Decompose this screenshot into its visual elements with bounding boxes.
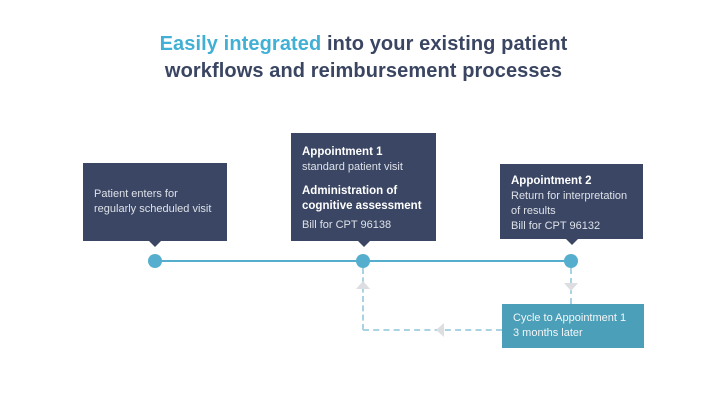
timeline-dot-3 [564, 254, 578, 268]
step-box-appointment-1: Appointment 1 standard patient visit Adm… [291, 133, 436, 247]
title-line2: workflows and reimbursement processes [164, 60, 563, 82]
title-highlight: Easily integrated [159, 33, 322, 55]
cycle-note-box: Cycle to Appointment 1 3 months later [502, 304, 644, 348]
step2-action-line2: cognitive assessment [302, 200, 422, 212]
step2-action-line1: Administration of [302, 185, 398, 197]
step1-line1: Patient enters for [94, 188, 178, 200]
timeline-dot-1 [148, 254, 162, 268]
slide-title: Easily integrated into your existing pat… [0, 31, 727, 85]
title-line1-rest: into your existing patient [321, 33, 568, 55]
spacer [302, 175, 425, 184]
pointer-triangle [148, 240, 162, 247]
timeline-dot-2 [356, 254, 370, 268]
dashed-connector-horizontal [363, 329, 502, 331]
step3-billing: Bill for CPT 96132 [511, 220, 601, 232]
step3-detail-line2: of results [511, 205, 556, 217]
step2-billing: Bill for CPT 96138 [302, 219, 392, 231]
cycle-note-line2: 3 months later [513, 327, 583, 339]
step3-detail-line1: Return for interpretation [511, 190, 628, 202]
step-box-appointment-2: Appointment 2 Return for interpretation … [500, 164, 643, 245]
step2-heading: Appointment 1 [302, 146, 383, 158]
cycle-note-line1: Cycle to Appointment 1 [513, 312, 627, 324]
arrow-left-icon [436, 323, 444, 337]
dashed-connector-vertical-mid [362, 268, 364, 330]
arrow-up-icon [356, 281, 370, 289]
step-box-patient-visit: Patient enters for regularly scheduled v… [83, 163, 227, 247]
step1-line2: regularly scheduled visit [94, 203, 212, 215]
pointer-triangle [564, 238, 579, 245]
step3-heading: Appointment 2 [511, 175, 592, 187]
pointer-triangle [356, 240, 371, 247]
step2-subheading: standard patient visit [302, 161, 403, 173]
arrow-down-icon [564, 283, 578, 291]
title-line1: Easily integrated into your existing pat… [0, 31, 727, 58]
